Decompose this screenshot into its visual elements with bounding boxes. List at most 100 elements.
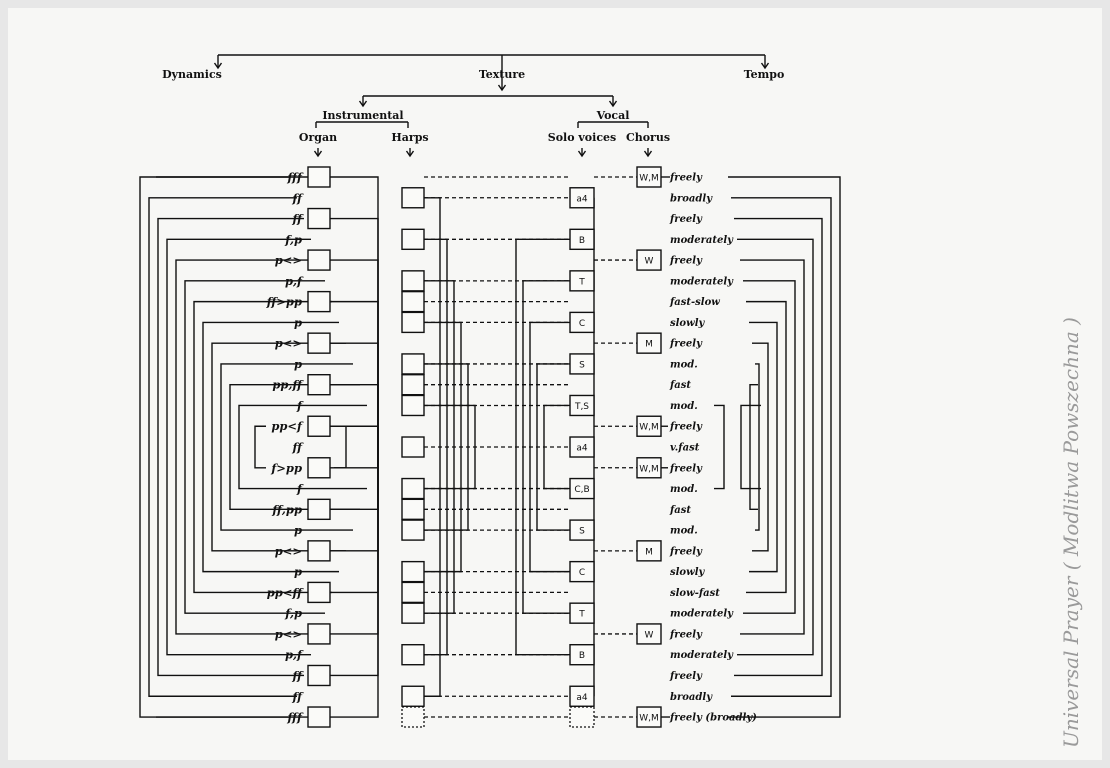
tempo-marking: slow-fast [670,588,720,599]
connector-line [424,321,462,573]
dynamic-marking: p,f [285,274,304,288]
dynamic-marking: ff,pp [271,502,302,516]
connector-line [330,384,379,511]
solo-voice-label: S [579,360,585,370]
tempo-marking: moderately [670,650,734,661]
harp-box [401,644,425,666]
chorus-box [636,540,662,562]
dynamic-marking: p<> [275,627,302,641]
header-harps: Harps [391,131,428,144]
chorus-label: W,M [639,423,659,433]
dynamic-marking: ff [291,668,304,682]
arrow-head [358,100,368,108]
dynamic-marking: p [294,315,302,329]
dynamic-marking: p<> [275,336,302,350]
harp-box [401,311,425,334]
organ-box [307,540,331,562]
connector-line [193,300,332,594]
dynamic-marking: pp,ff [272,378,304,392]
connector-line [543,404,570,490]
solo-voice-label: a4 [576,693,588,703]
header-vocal: Vocal [596,109,630,122]
tempo-marking: freely [669,629,703,640]
dynamic-marking: ff>pp [266,295,302,309]
connector-line [330,259,379,635]
arrow-head [760,62,770,70]
solo-voice-label: C [579,568,585,578]
connector-line [515,238,570,656]
harp-box [401,394,425,417]
chorus-label: W,M [639,464,659,474]
header-dynamics: Dynamics [162,68,222,81]
chorus-box [636,623,662,645]
connector-line [211,342,346,552]
arrow-head [577,150,587,158]
connector-line [330,217,379,677]
solo-voice-box [569,602,595,624]
solo-voice-box [569,477,595,500]
tempo-marking: fast [669,505,691,516]
dynamic-marking: pp<ff [267,585,305,599]
harp-box [401,519,425,541]
connector-line [731,197,832,697]
harp-box [401,581,425,604]
connector-line [752,342,769,552]
header-chorus: Chorus [626,131,670,144]
chorus-label: W [645,257,654,267]
tempo-marking: freely [669,339,703,350]
harp-box [401,477,425,500]
connector-line [139,176,290,718]
connector-line [737,238,814,656]
harp-box [401,560,425,583]
arrow-head [497,84,507,92]
connector-line [734,217,823,677]
margin-handwritten-note: Universal Prayer ( Modlitwa Powszechna ) [1059,317,1083,748]
organ-box [307,581,331,604]
tempo-marking: mod. [670,526,698,537]
connector-line [746,300,787,594]
harp-box [401,353,425,375]
chorus-box [636,249,662,271]
organ-box [307,664,331,687]
tempo-marking: slowly [670,318,706,329]
chorus-label: W,M [639,174,659,184]
harp-box [401,187,425,209]
organ-box [307,207,331,230]
solo-voice-label: a4 [576,444,588,454]
arrow-head [213,62,223,70]
solo-voice-box [569,394,595,417]
chorus-label: W,M [639,714,659,724]
tempo-marking: broadly [670,692,713,703]
arrow-head [313,150,323,158]
solo-voice-box [569,270,595,292]
harp-box [401,436,425,458]
header-tempo: Tempo [744,68,785,81]
dynamic-marking: fff [287,170,305,184]
harp-box [401,290,425,313]
chorus-label: M [645,340,653,350]
solo-voice-box [569,685,595,707]
connector-line [424,404,476,490]
tempo-marking: freely [669,671,703,682]
connector-line [740,404,761,490]
dynamic-marking: f [296,482,304,496]
dynamic-marking: f>pp [270,461,302,475]
dynamic-marking: pp<f [271,419,304,433]
connector-line [220,363,353,531]
solo-voice-label: T [578,610,585,620]
arrow-head [608,100,618,108]
organ-box [307,290,331,313]
header-solo-voices: Solo voices [548,131,616,144]
connector-line [749,384,758,511]
harp-box [401,685,425,707]
solo-voice-box [569,311,595,334]
connector-line [202,321,339,573]
connector-line [148,197,297,697]
organ-box [307,623,331,645]
tempo-marking: freely [669,422,703,433]
dynamic-marking: ff [291,212,304,226]
tempo-marking: broadly [670,193,713,204]
header-instrumental: Instrumental [322,109,403,122]
